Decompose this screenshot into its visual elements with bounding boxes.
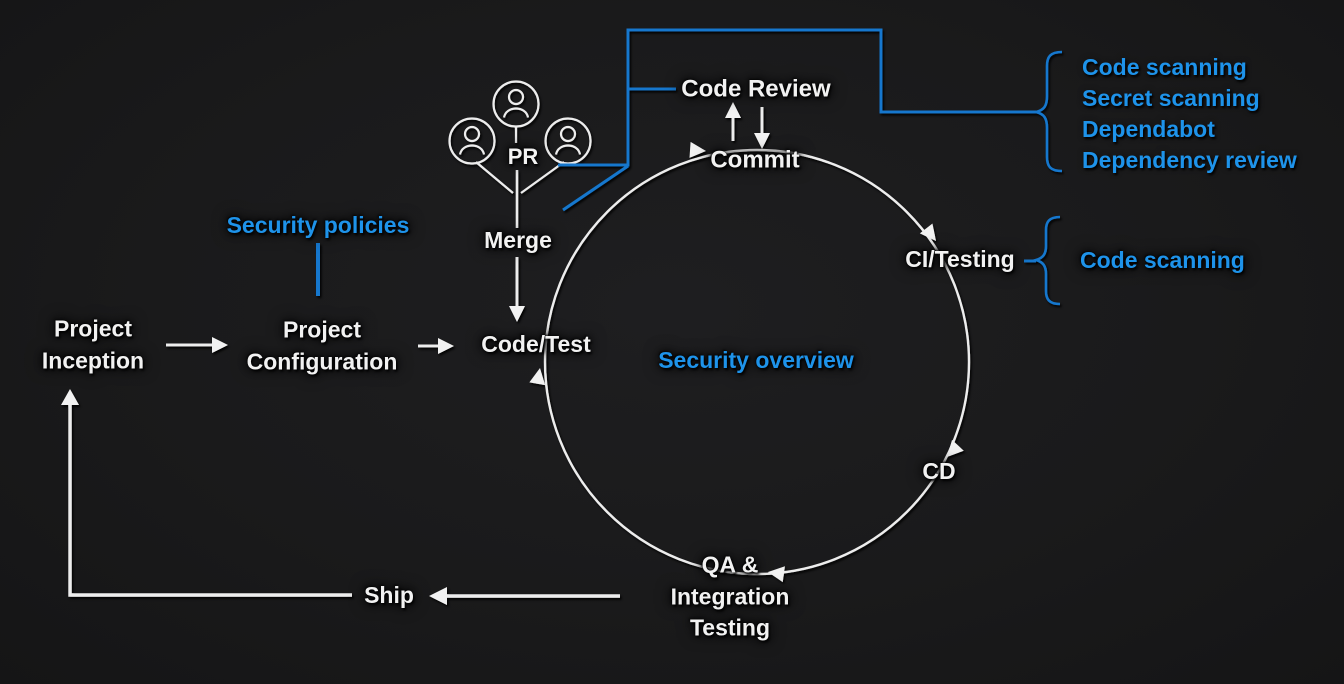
person-icon	[492, 80, 540, 128]
node-code-test: Code/Test	[481, 331, 591, 358]
commit-callout-pointer	[562, 164, 629, 212]
commit-tool-code-scanning: Code scanning	[1082, 54, 1247, 80]
node-ci-testing: CI/Testing	[905, 246, 1015, 273]
cycle-arrowheads	[529, 141, 964, 583]
pr-branch-lines	[475, 127, 565, 228]
commit-tools-brace	[1035, 50, 1063, 173]
annotation-security-policies: Security policies	[226, 212, 410, 239]
cycle-arrowhead-ci-testing	[919, 223, 936, 241]
cycle-circle	[543, 148, 971, 576]
node-code-review: Code Review	[681, 75, 831, 103]
arrow-qa-to-ship	[429, 587, 620, 605]
node-commit: Commit	[710, 146, 800, 174]
arrow-inception-to-config	[166, 337, 228, 353]
node-project-inception: Project Inception	[41, 315, 145, 373]
commit-tool-dependabot: Dependabot	[1082, 116, 1215, 142]
commit-tool-dependency-review: Dependency review	[1082, 147, 1297, 173]
node-merge: Merge	[484, 227, 552, 254]
node-pr: PR	[507, 143, 539, 169]
arrow-config-to-code-test	[418, 338, 454, 354]
cycle-arrowhead-qa	[768, 566, 785, 583]
commit-tools-list: Code scanning Secret scanning Dependabot…	[1082, 52, 1297, 176]
arrow-ship-to-inception	[61, 389, 352, 597]
person-icon	[544, 117, 592, 165]
person-icon	[448, 117, 496, 165]
arrow-code-review-to-commit	[754, 107, 770, 149]
ci-tools-brace	[1031, 215, 1061, 306]
commit-tool-secret-scanning: Secret scanning	[1082, 85, 1260, 111]
node-cd: CD	[922, 458, 956, 485]
commit-tools-callout-line	[558, 28, 1036, 167]
node-qa-integration-testing: QA & Integration Testing	[670, 551, 790, 641]
ci-tool-code-scanning: Code scanning	[1080, 247, 1245, 274]
cycle-arrowhead-commit	[689, 141, 706, 158]
annotation-security-overview: Security overview	[658, 347, 854, 374]
node-project-configuration: Project Configuration	[246, 316, 398, 374]
cycle-arrowhead-code-test	[529, 368, 546, 386]
arrow-commit-to-code-review	[725, 102, 741, 141]
node-ship: Ship	[364, 582, 414, 609]
arrow-merge-to-code-test	[509, 257, 525, 322]
cycle-arrowhead-cd	[947, 439, 964, 457]
